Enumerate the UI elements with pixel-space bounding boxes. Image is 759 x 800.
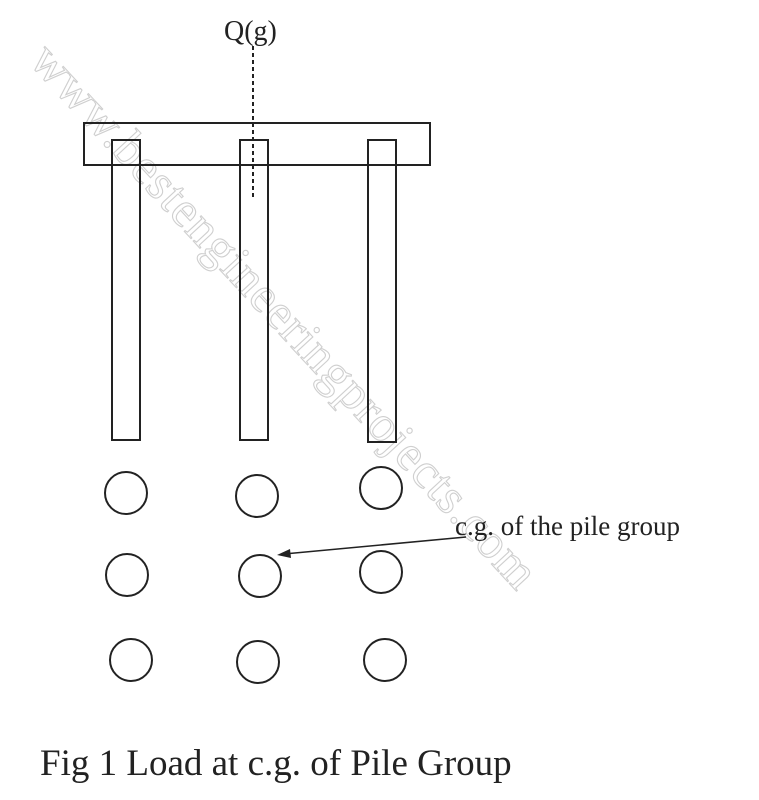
load-label: Q(g) <box>224 16 277 47</box>
figure-caption: Fig 1 Load at c.g. of Pile Group <box>40 743 512 784</box>
pile-circle <box>359 550 403 594</box>
pile-cap <box>83 122 431 166</box>
pile-circle <box>109 638 153 682</box>
cg-arrow-line <box>283 536 467 555</box>
pile-center <box>239 139 269 441</box>
pile-circle <box>104 471 148 515</box>
pile-circle <box>236 640 280 684</box>
pile-left <box>111 139 141 441</box>
pile-circle <box>363 638 407 682</box>
pile-plan <box>104 466 407 684</box>
pile-circle <box>235 474 279 518</box>
cg-annotation: c.g. of the pile group <box>455 511 680 541</box>
pile-circle <box>105 553 149 597</box>
pile-circle <box>359 466 403 510</box>
cg-arrow-head <box>277 549 291 558</box>
pile-circle <box>238 554 282 598</box>
pile-right <box>367 139 397 443</box>
